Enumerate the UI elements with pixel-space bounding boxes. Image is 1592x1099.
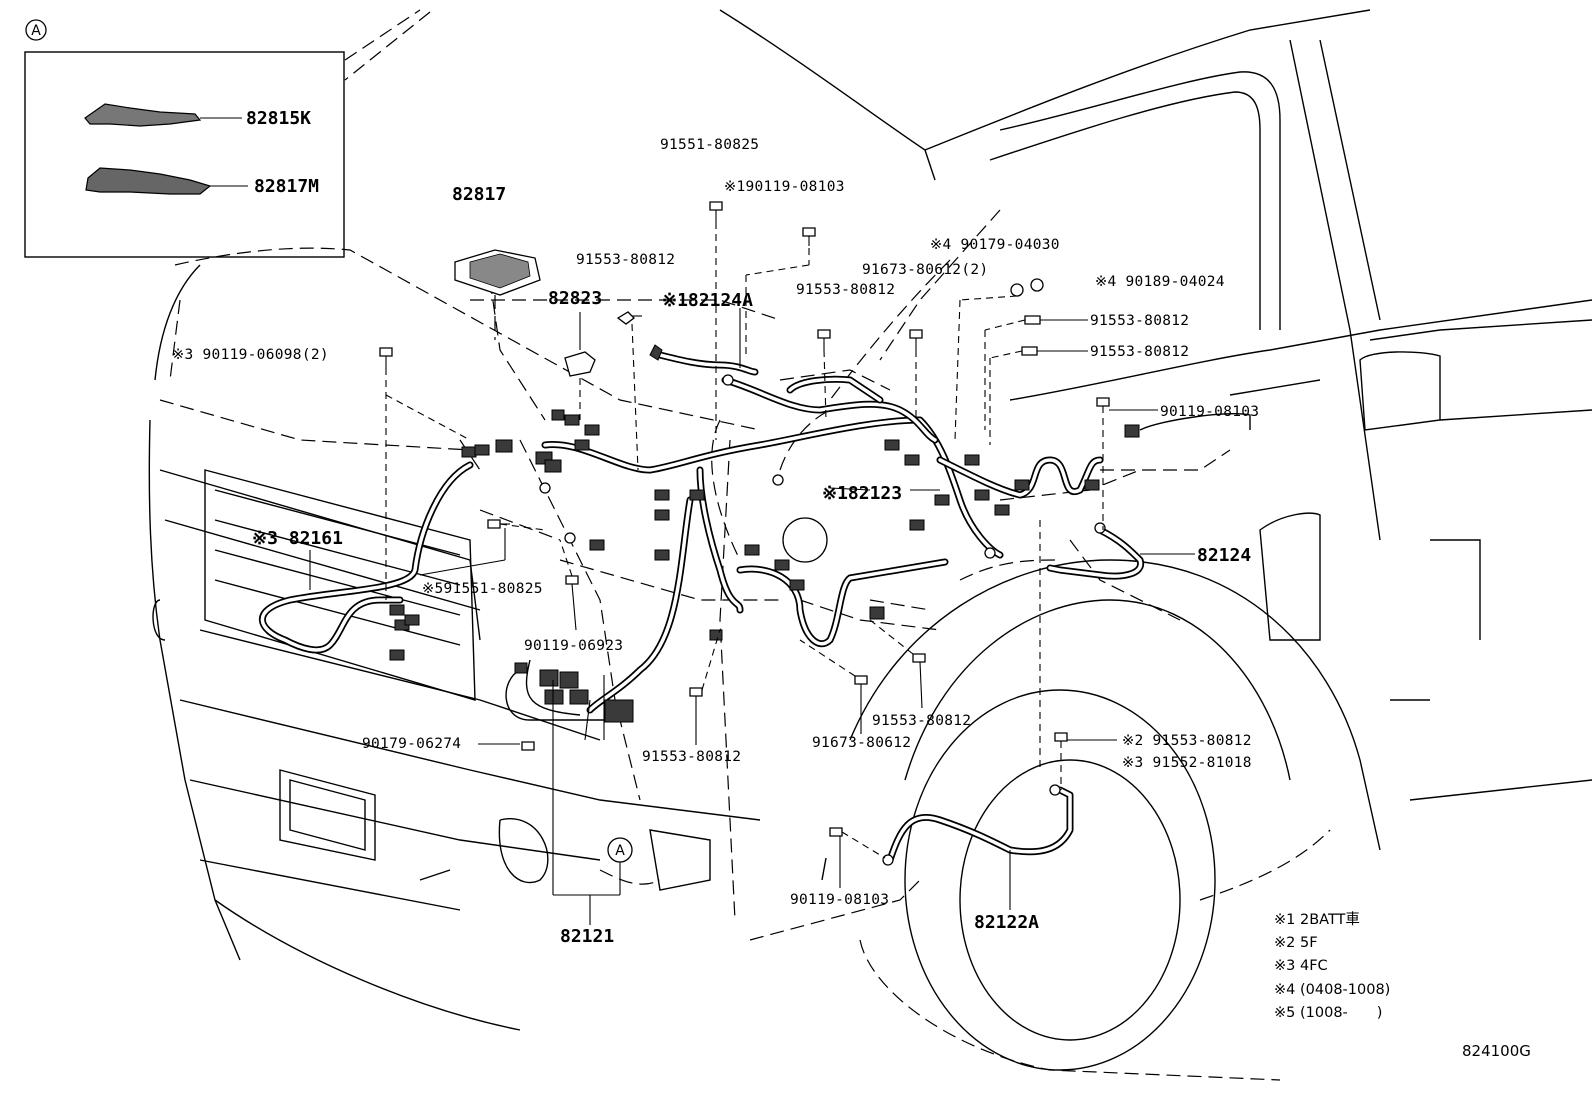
inset-frame xyxy=(24,51,345,258)
diagram-code: 824100G xyxy=(1462,1042,1531,1060)
label-91551-80825-5: ※591551-80825 xyxy=(422,581,543,597)
label-91673-80612-2: 91673-80612(2) xyxy=(862,262,988,278)
cover-82823 xyxy=(564,351,596,420)
label-82122A: 82122A xyxy=(974,912,1039,933)
note-2: ※2 5F xyxy=(1274,935,1318,951)
label-91551-80825-top: 91551-80825 xyxy=(660,137,759,153)
label-82161: ※3 82161 xyxy=(252,528,343,549)
label-91553-80812-c: 91553-80812 xyxy=(1090,313,1189,329)
label-90179-04030: ※4 90179-04030 xyxy=(930,237,1060,253)
label-82817: 82817 xyxy=(452,184,506,205)
label-82124: 82124 xyxy=(1197,545,1251,566)
label-82815K: 82815K xyxy=(246,108,311,129)
label-82124A: ※182124A xyxy=(662,290,753,311)
relay-block-82817 xyxy=(454,249,541,340)
label-90189-04024: ※4 90189-04024 xyxy=(1095,274,1225,290)
label-91673-80612: 91673-80612 xyxy=(812,735,911,751)
label-91553-80812-d: 91553-80812 xyxy=(1090,344,1189,360)
note-4: ※4 (0408-1008) xyxy=(1274,982,1390,998)
notes-legend: ※1 2BATT車 ※2 5F ※3 4FC ※4 (0408-1008) ※5… xyxy=(1274,911,1390,1021)
leader-lines xyxy=(309,308,1195,925)
label-91553-80812-a: 91553-80812 xyxy=(576,252,675,268)
label-90119-06098-2: ※3 90119-06098(2) xyxy=(172,347,329,363)
callout-a: A xyxy=(607,837,633,863)
inset-callout-letter: A xyxy=(31,23,41,39)
label-90119-08103-bottom: 90119-08103 xyxy=(790,892,889,908)
part-82815K-drawing xyxy=(84,103,202,127)
label-82121: 82121 xyxy=(560,926,614,947)
label-82123: ※182123 xyxy=(822,483,902,504)
connectors xyxy=(389,344,1140,866)
note-1: ※1 2BATT車 xyxy=(1274,911,1360,928)
svg-text:A: A xyxy=(615,843,625,859)
label-91552-81018-note3: ※3 91552-81018 xyxy=(1122,755,1252,771)
vehicle-body-outline xyxy=(148,9,1592,1081)
inset-callout-circle xyxy=(25,19,47,41)
label-90119-08103-top: ※190119-08103 xyxy=(724,179,845,195)
label-82823: 82823 xyxy=(548,288,602,309)
label-91553-80812-e: 91553-80812 xyxy=(642,749,741,765)
label-91553-80812-note2: ※2 91553-80812 xyxy=(1122,733,1252,749)
label-91553-80812-b: 91553-80812 xyxy=(796,282,895,298)
label-82817M: 82817M xyxy=(254,176,319,197)
label-90119-08103-right: 90119-08103 xyxy=(1160,404,1259,420)
label-90119-06923: 90119-06923 xyxy=(524,638,623,654)
part-82817M-drawing xyxy=(85,167,212,195)
part-labels: 82815K 82817M 82817 82823 ※182124A 91551… xyxy=(172,108,1259,947)
fasteners xyxy=(379,201,1158,888)
note-3: ※3 4FC xyxy=(1274,958,1328,974)
label-90179-06274: 90179-06274 xyxy=(362,736,461,752)
wire-harnesses xyxy=(258,351,1145,864)
inset-detail-a: A xyxy=(24,19,345,258)
note-5: ※5 (1008- ) xyxy=(1274,1005,1382,1021)
label-91553-80812-f: 91553-80812 xyxy=(872,713,971,729)
